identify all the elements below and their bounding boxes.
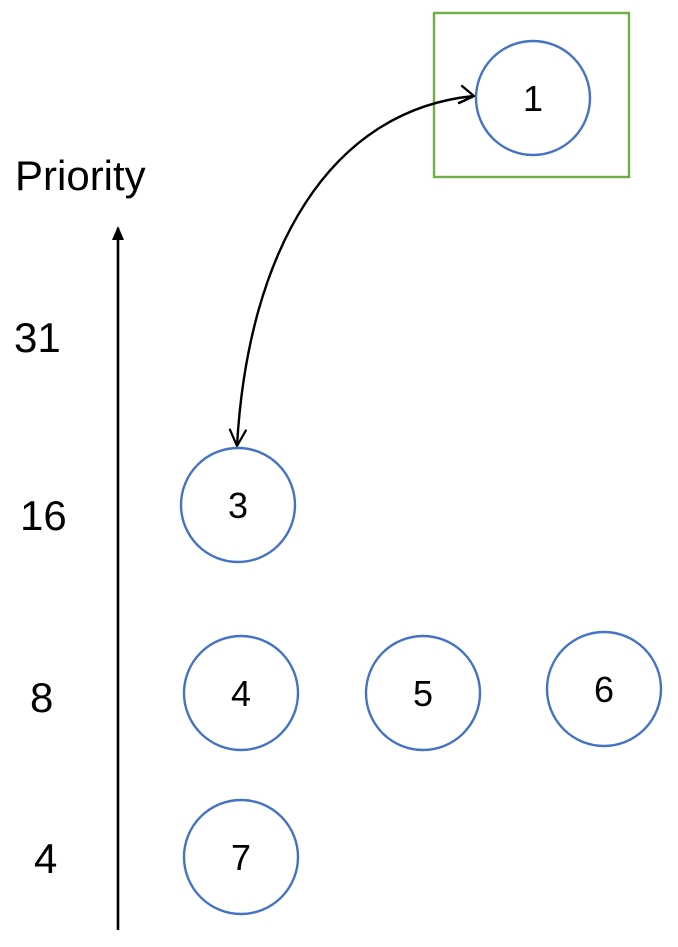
node-5-label: 5 [413,673,433,714]
node-6-circle [545,630,663,748]
node-3-label: 3 [228,485,248,526]
node-6[interactable]: 6 [545,630,663,748]
node-3-circle [179,446,297,564]
tick-label-16: 16 [20,492,67,539]
selection-box [432,11,631,179]
node-1-circle [474,39,592,157]
edge-1-3-start-arrowhead [457,84,476,105]
tick-label-8: 8 [30,674,53,721]
node-7[interactable]: 7 [182,798,300,916]
edge-1-3 [228,94,475,448]
axis-title: Priority [15,152,146,199]
node-1[interactable]: 1 [474,39,592,157]
node-4-circle [182,634,300,752]
node-6-label: 6 [594,669,614,710]
node-7-circle [182,798,300,916]
node-7-label: 7 [231,837,251,878]
tick-label-31: 31 [14,314,61,361]
node-4-label: 4 [231,673,251,714]
tick-label-4: 4 [34,835,57,882]
node-3[interactable]: 3 [179,446,297,564]
node-1-label: 1 [523,78,543,119]
node-4[interactable]: 4 [182,634,300,752]
node-5[interactable]: 5 [364,634,482,752]
node-5-circle [364,634,482,752]
